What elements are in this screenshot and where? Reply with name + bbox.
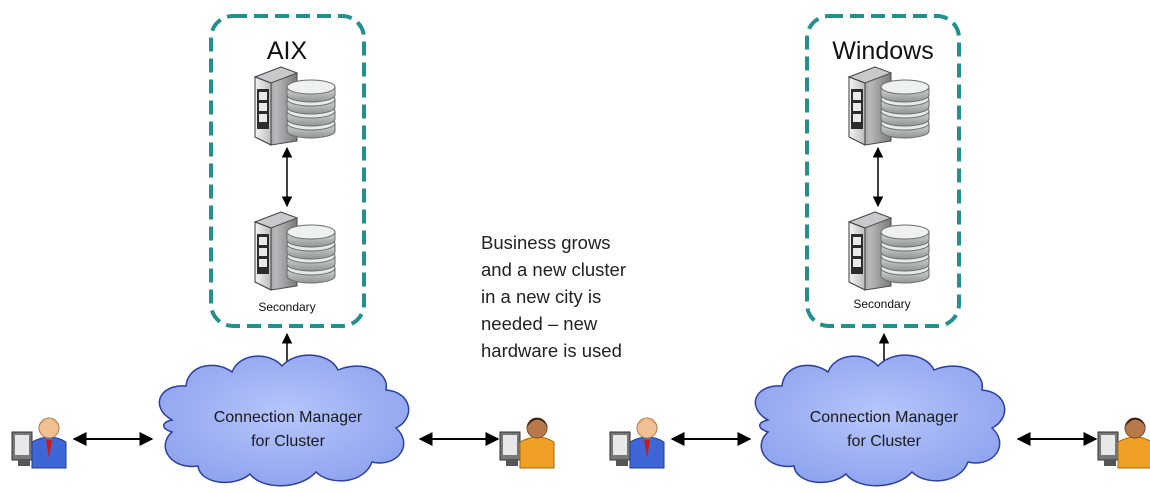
connection-manager-label-line-2: for Cluster (251, 433, 325, 450)
connection-manager-label-line-1: Connection Manager (810, 409, 959, 426)
secondary-label: Secondary (258, 300, 315, 314)
user-workstation-icon (609, 417, 665, 469)
growth-note-line: and a new cluster (481, 259, 627, 280)
growth-note-line: Business grows (481, 232, 611, 253)
cluster-windows: Windows Secondary Connection Manager for… (609, 14, 1150, 487)
user-workstation-icon (499, 417, 555, 469)
user-workstation-icon (11, 417, 67, 469)
connection-manager-label-line-1: Connection Manager (214, 409, 363, 426)
secondary-label: Secondary (853, 297, 910, 311)
primary-server-icon (848, 66, 930, 146)
cluster-platform-title: Windows (832, 37, 933, 65)
secondary-server-icon (254, 211, 336, 291)
growth-note: Business grows and a new cluster in a ne… (481, 229, 701, 364)
growth-note-line: in a new city is (481, 286, 602, 307)
connection-manager-cloud-icon (754, 354, 1006, 487)
primary-server-icon (254, 66, 336, 146)
cluster-platform-title: AIX (267, 37, 308, 65)
user-workstation-icon (1097, 417, 1150, 469)
connection-manager-cloud-icon (158, 354, 410, 487)
secondary-server-icon (848, 211, 930, 291)
cluster-boundary (805, 14, 961, 328)
growth-note-line: needed – new (481, 313, 598, 334)
connection-manager-label-line-2: for Cluster (847, 433, 921, 450)
cluster-aix: AIX Secondary Connection Manager for Clu… (11, 14, 555, 487)
cluster-boundary (209, 14, 366, 328)
growth-note-line: hardware is used (481, 340, 622, 361)
